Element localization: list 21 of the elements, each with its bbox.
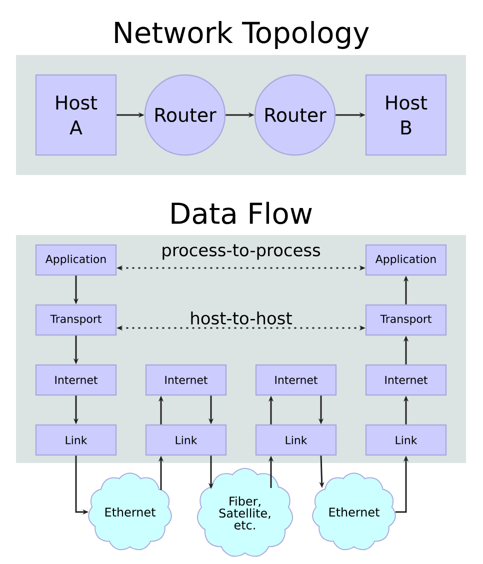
layer-box: Link (145, 424, 227, 456)
node-label: Network Topology (115, 21, 369, 49)
network-cloud: Ethernet (312, 472, 396, 550)
layer-box: Internet (145, 364, 227, 396)
layer-box: Link (365, 424, 447, 456)
node-label: Data Flow (172, 202, 312, 224)
edge-label: process-to-process (160, 243, 322, 261)
layer-box: Application (365, 244, 447, 276)
layer-box: Internet (365, 364, 447, 396)
edge-label: host-to-host (188, 310, 294, 326)
layer-box: Internet (35, 364, 117, 396)
layer-box: Transport (365, 304, 447, 336)
layer-box: Link (255, 424, 337, 456)
network-cloud: Ethernet (88, 472, 172, 550)
layer-box: Link (35, 424, 117, 456)
network-cloud: Fiber, Satellite, etc. (196, 468, 294, 557)
layer-box: Application (35, 244, 117, 276)
host-box: Host A (35, 74, 117, 156)
host-box: Host B (365, 74, 447, 156)
layer-box: Transport (35, 304, 117, 336)
layer-box: Internet (255, 364, 337, 396)
